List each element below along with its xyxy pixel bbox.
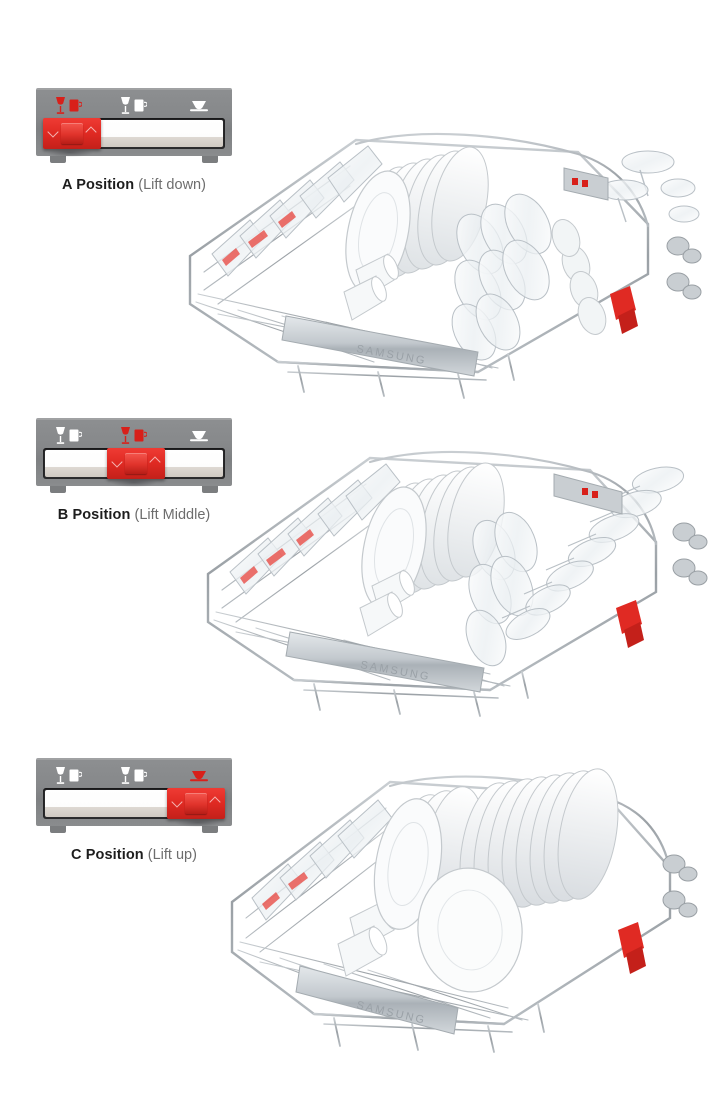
position-block-c: C Position (Lift up)	[36, 758, 232, 864]
rack-illustration-b: SAMSUNG	[198, 424, 720, 724]
panel-icon-row	[36, 92, 232, 118]
wine-glasses-right-a	[599, 150, 700, 223]
position-name: C Position	[71, 847, 144, 863]
icon-slot-tall-a	[36, 92, 101, 118]
cup-saucer-icon	[190, 100, 209, 111]
wine-glass-icon	[56, 426, 66, 444]
adjuster-track-channel	[45, 448, 223, 479]
icon-slot-medium-a	[101, 92, 166, 118]
chevron-left-icon	[47, 126, 59, 138]
panel-foot-right	[202, 826, 218, 833]
front-plate-c	[417, 867, 523, 993]
mug-icon	[69, 769, 83, 781]
glasses-left-a	[211, 145, 383, 277]
stacked-plates-right-c	[459, 768, 619, 914]
red-tine-clip-b	[616, 600, 644, 648]
wine-glass-icon	[121, 96, 131, 114]
knob-grip	[125, 453, 147, 474]
adjuster-track-channel	[45, 788, 225, 819]
tumblers-center-b	[465, 511, 538, 667]
position-name: B Position	[57, 507, 131, 523]
adjuster-knob-b[interactable]	[107, 448, 165, 479]
position-detail: (Lift up)	[147, 847, 197, 863]
chevron-right-icon	[85, 126, 97, 138]
adjuster-track[interactable]	[43, 118, 225, 149]
adjuster-knob-a[interactable]	[43, 118, 101, 149]
chevron-left-icon	[111, 456, 123, 468]
knob-grip	[61, 123, 83, 144]
samsung-handle-bar-b: SAMSUNG	[285, 631, 485, 693]
rack-drawing-c: SAMSUNG	[230, 768, 698, 1053]
position-detail: (Lift Middle)	[134, 507, 211, 523]
position-detail: (Lift down)	[138, 177, 206, 193]
chevron-right-icon	[209, 796, 221, 808]
panel-foot-left	[50, 826, 66, 833]
rack-drawing-b: SAMSUNG	[206, 450, 708, 717]
samsung-handle-bar-a: SAMSUNG	[281, 315, 479, 377]
chevron-left-icon	[171, 796, 183, 808]
rack-illustration-c: SAMSUNG	[222, 752, 720, 1072]
mug-icon	[134, 429, 148, 441]
plates-center-a	[345, 146, 489, 294]
icon-slot-short-a	[167, 92, 232, 118]
glasses-left-c	[251, 799, 393, 921]
chevron-right-icon	[149, 456, 161, 468]
red-tine-clip-a	[610, 286, 638, 334]
icon-slot-medium-c	[101, 762, 166, 788]
adjuster-bracket-a	[563, 167, 609, 201]
plates-center-b	[361, 462, 505, 610]
cup-saucer-icon	[190, 430, 209, 441]
adjuster-bracket-b	[553, 473, 623, 515]
panel-icon-row	[36, 762, 232, 788]
knob-grip	[185, 793, 207, 814]
glasses-left-b	[229, 463, 401, 595]
panel-foot-left	[50, 156, 66, 163]
panel-foot-left	[50, 486, 66, 493]
icon-slot-short-b	[167, 422, 232, 448]
rack-rollers-b	[672, 522, 708, 586]
adjuster-knob-c[interactable]	[167, 788, 225, 819]
icon-slot-tall-b	[36, 422, 101, 448]
mug-icon	[134, 99, 148, 111]
adjuster-track-channel	[43, 118, 223, 149]
cups-right-a	[551, 219, 607, 335]
rack-adjuster-panel-b[interactable]	[36, 418, 232, 493]
cup-saucer-icon	[190, 770, 209, 781]
panel-foot-right	[202, 486, 218, 493]
rack-rollers-c	[662, 854, 698, 918]
wine-glasses-laid-b	[501, 466, 685, 640]
rack-illustration-a: SAMSUNG	[178, 104, 720, 404]
rack-rollers-a	[666, 236, 702, 300]
mug-icon	[69, 429, 83, 441]
icon-slot-medium-b	[101, 422, 166, 448]
wine-glass-icon	[121, 426, 131, 444]
wine-glass-icon	[56, 96, 66, 114]
wine-glass-icon	[121, 766, 131, 784]
position-name: A Position	[62, 177, 135, 193]
adjuster-track[interactable]	[43, 788, 225, 819]
caption-a: A Position (Lift down)	[36, 176, 232, 194]
adjuster-track[interactable]	[43, 448, 225, 479]
tumblers-right-a	[451, 193, 552, 361]
rack-adjuster-panel-c[interactable]	[36, 758, 232, 833]
rack-drawing-a: SAMSUNG	[188, 132, 702, 399]
panel-icon-row	[36, 422, 232, 448]
mug-icon	[134, 769, 148, 781]
mugs-front-a	[343, 253, 399, 321]
position-block-b: B Position (Lift Middle)	[36, 418, 232, 524]
icon-slot-tall-c	[36, 762, 101, 788]
wine-glass-icon	[56, 766, 66, 784]
icon-slot-short-c	[167, 762, 232, 788]
red-tine-clip-c	[618, 922, 646, 974]
panel-foot-right	[202, 156, 218, 163]
mug-icon	[69, 99, 83, 111]
caption-b: B Position (Lift Middle)	[36, 506, 232, 524]
caption-c: C Position (Lift up)	[36, 846, 232, 864]
mugs-front-b	[359, 569, 415, 637]
